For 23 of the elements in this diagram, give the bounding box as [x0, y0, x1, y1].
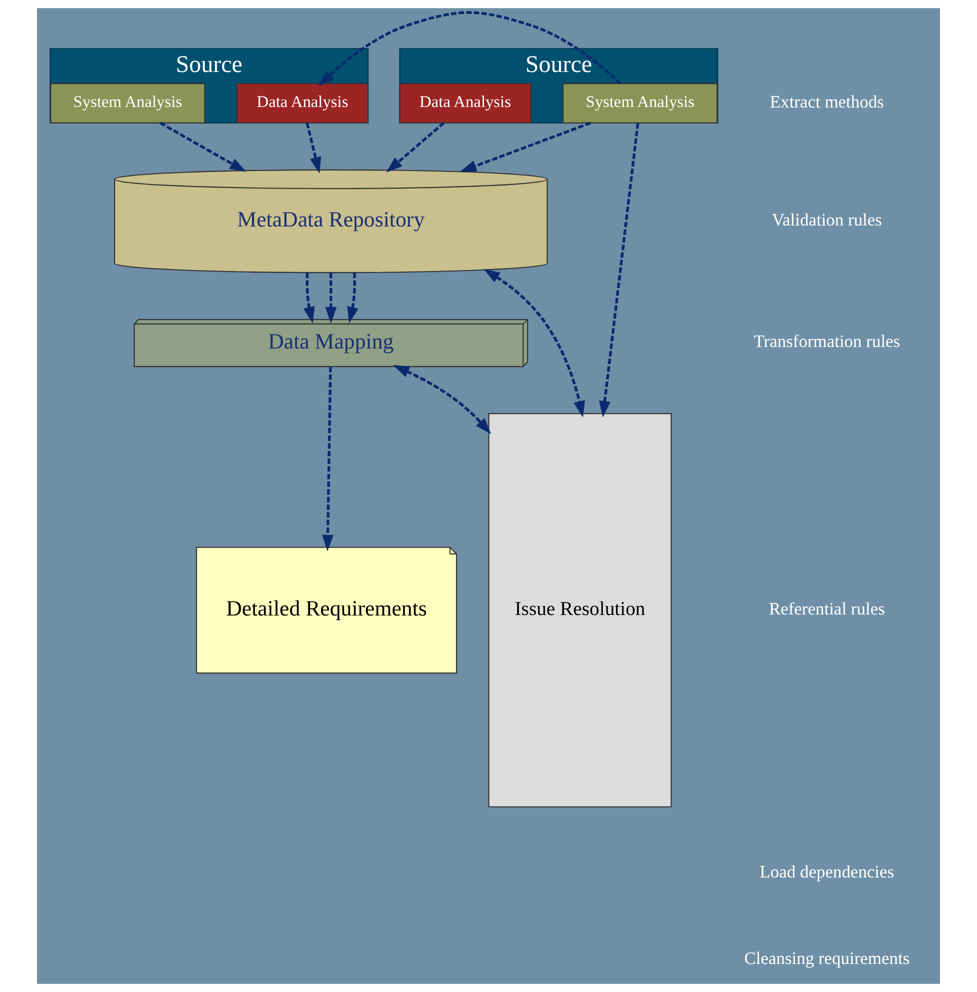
node-box: System Analysis: [50, 83, 206, 124]
label: Load dependencies: [760, 862, 894, 882]
arrow: [347, 272, 358, 324]
arrow: [160, 122, 246, 172]
arrow: [599, 123, 640, 418]
node-box: Data Analysis: [236, 83, 369, 124]
label: Cleansing requirements: [744, 948, 910, 968]
node-box: Issue Resolution: [488, 413, 672, 808]
label: Extract methods: [770, 91, 884, 112]
arrow: [318, 11, 622, 86]
label: Validation rules: [772, 209, 882, 230]
arrow: [322, 366, 334, 552]
node-box: Data Analysis: [399, 83, 532, 124]
arrow: [303, 272, 315, 324]
label: Transformation rules: [754, 331, 900, 352]
arrow: [392, 365, 492, 434]
label: Referential rules: [768, 598, 885, 618]
arrow: [306, 122, 322, 174]
arrow: [386, 122, 445, 173]
arrow: [325, 272, 337, 324]
arrow: [484, 268, 585, 418]
arrow: [460, 122, 591, 172]
node-box: System Analysis: [562, 83, 718, 124]
